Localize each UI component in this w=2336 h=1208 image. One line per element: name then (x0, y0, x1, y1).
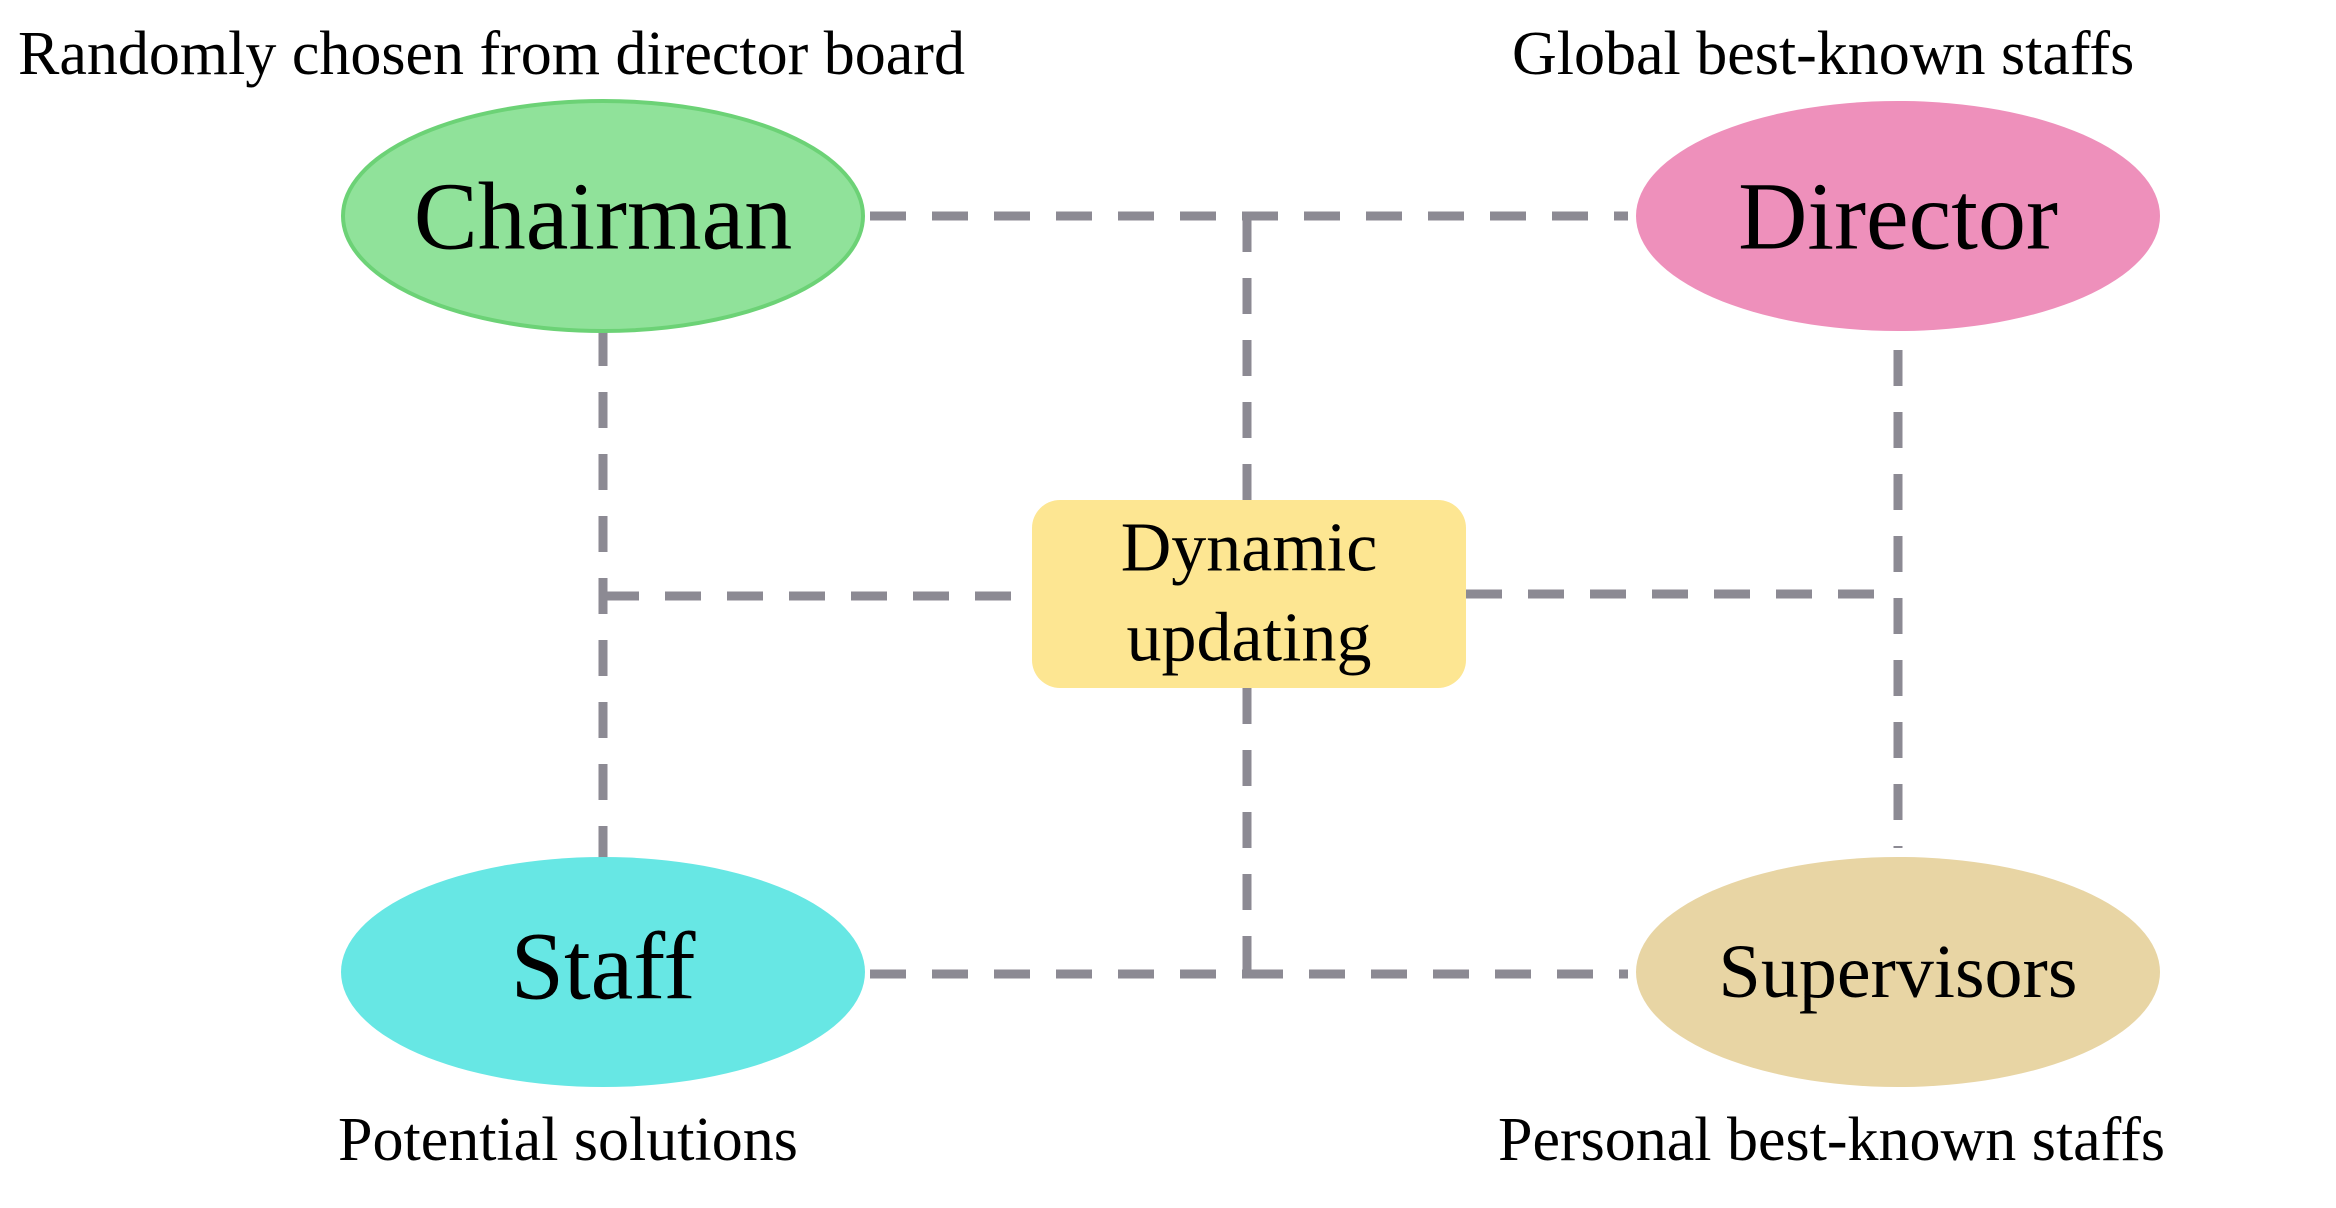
supervisors-ellipse (1636, 857, 2160, 1087)
chairman-ellipse (341, 99, 865, 333)
dynamic-updating-line2: updating (1127, 600, 1372, 677)
caption-staff: Potential solutions (338, 1106, 798, 1174)
director-ellipse (1636, 101, 2160, 331)
director-label: Director (1738, 163, 2058, 270)
connectors (598, 211, 1903, 979)
staff-ellipse (341, 857, 865, 1087)
dynamic-updating-box (1032, 500, 1466, 688)
supervisors-label: Supervisors (1719, 930, 2078, 1014)
node-director: Director (1636, 101, 2160, 331)
node-staff: Staff (341, 857, 865, 1087)
caption-supervisors: Personal best-known staffs (1498, 1106, 2165, 1174)
caption-director: Global best-known staffs (1512, 20, 2134, 88)
chairman-label: Chairman (414, 163, 793, 270)
dynamic-updating-line1: Dynamic (1121, 510, 1378, 587)
node-chairman: Chairman (341, 99, 865, 333)
node-dynamic-updating: Dynamic updating (1032, 500, 1466, 688)
node-supervisors: Supervisors (1636, 857, 2160, 1087)
caption-chairman: Randomly chosen from director board (18, 20, 965, 88)
staff-label: Staff (511, 913, 696, 1020)
